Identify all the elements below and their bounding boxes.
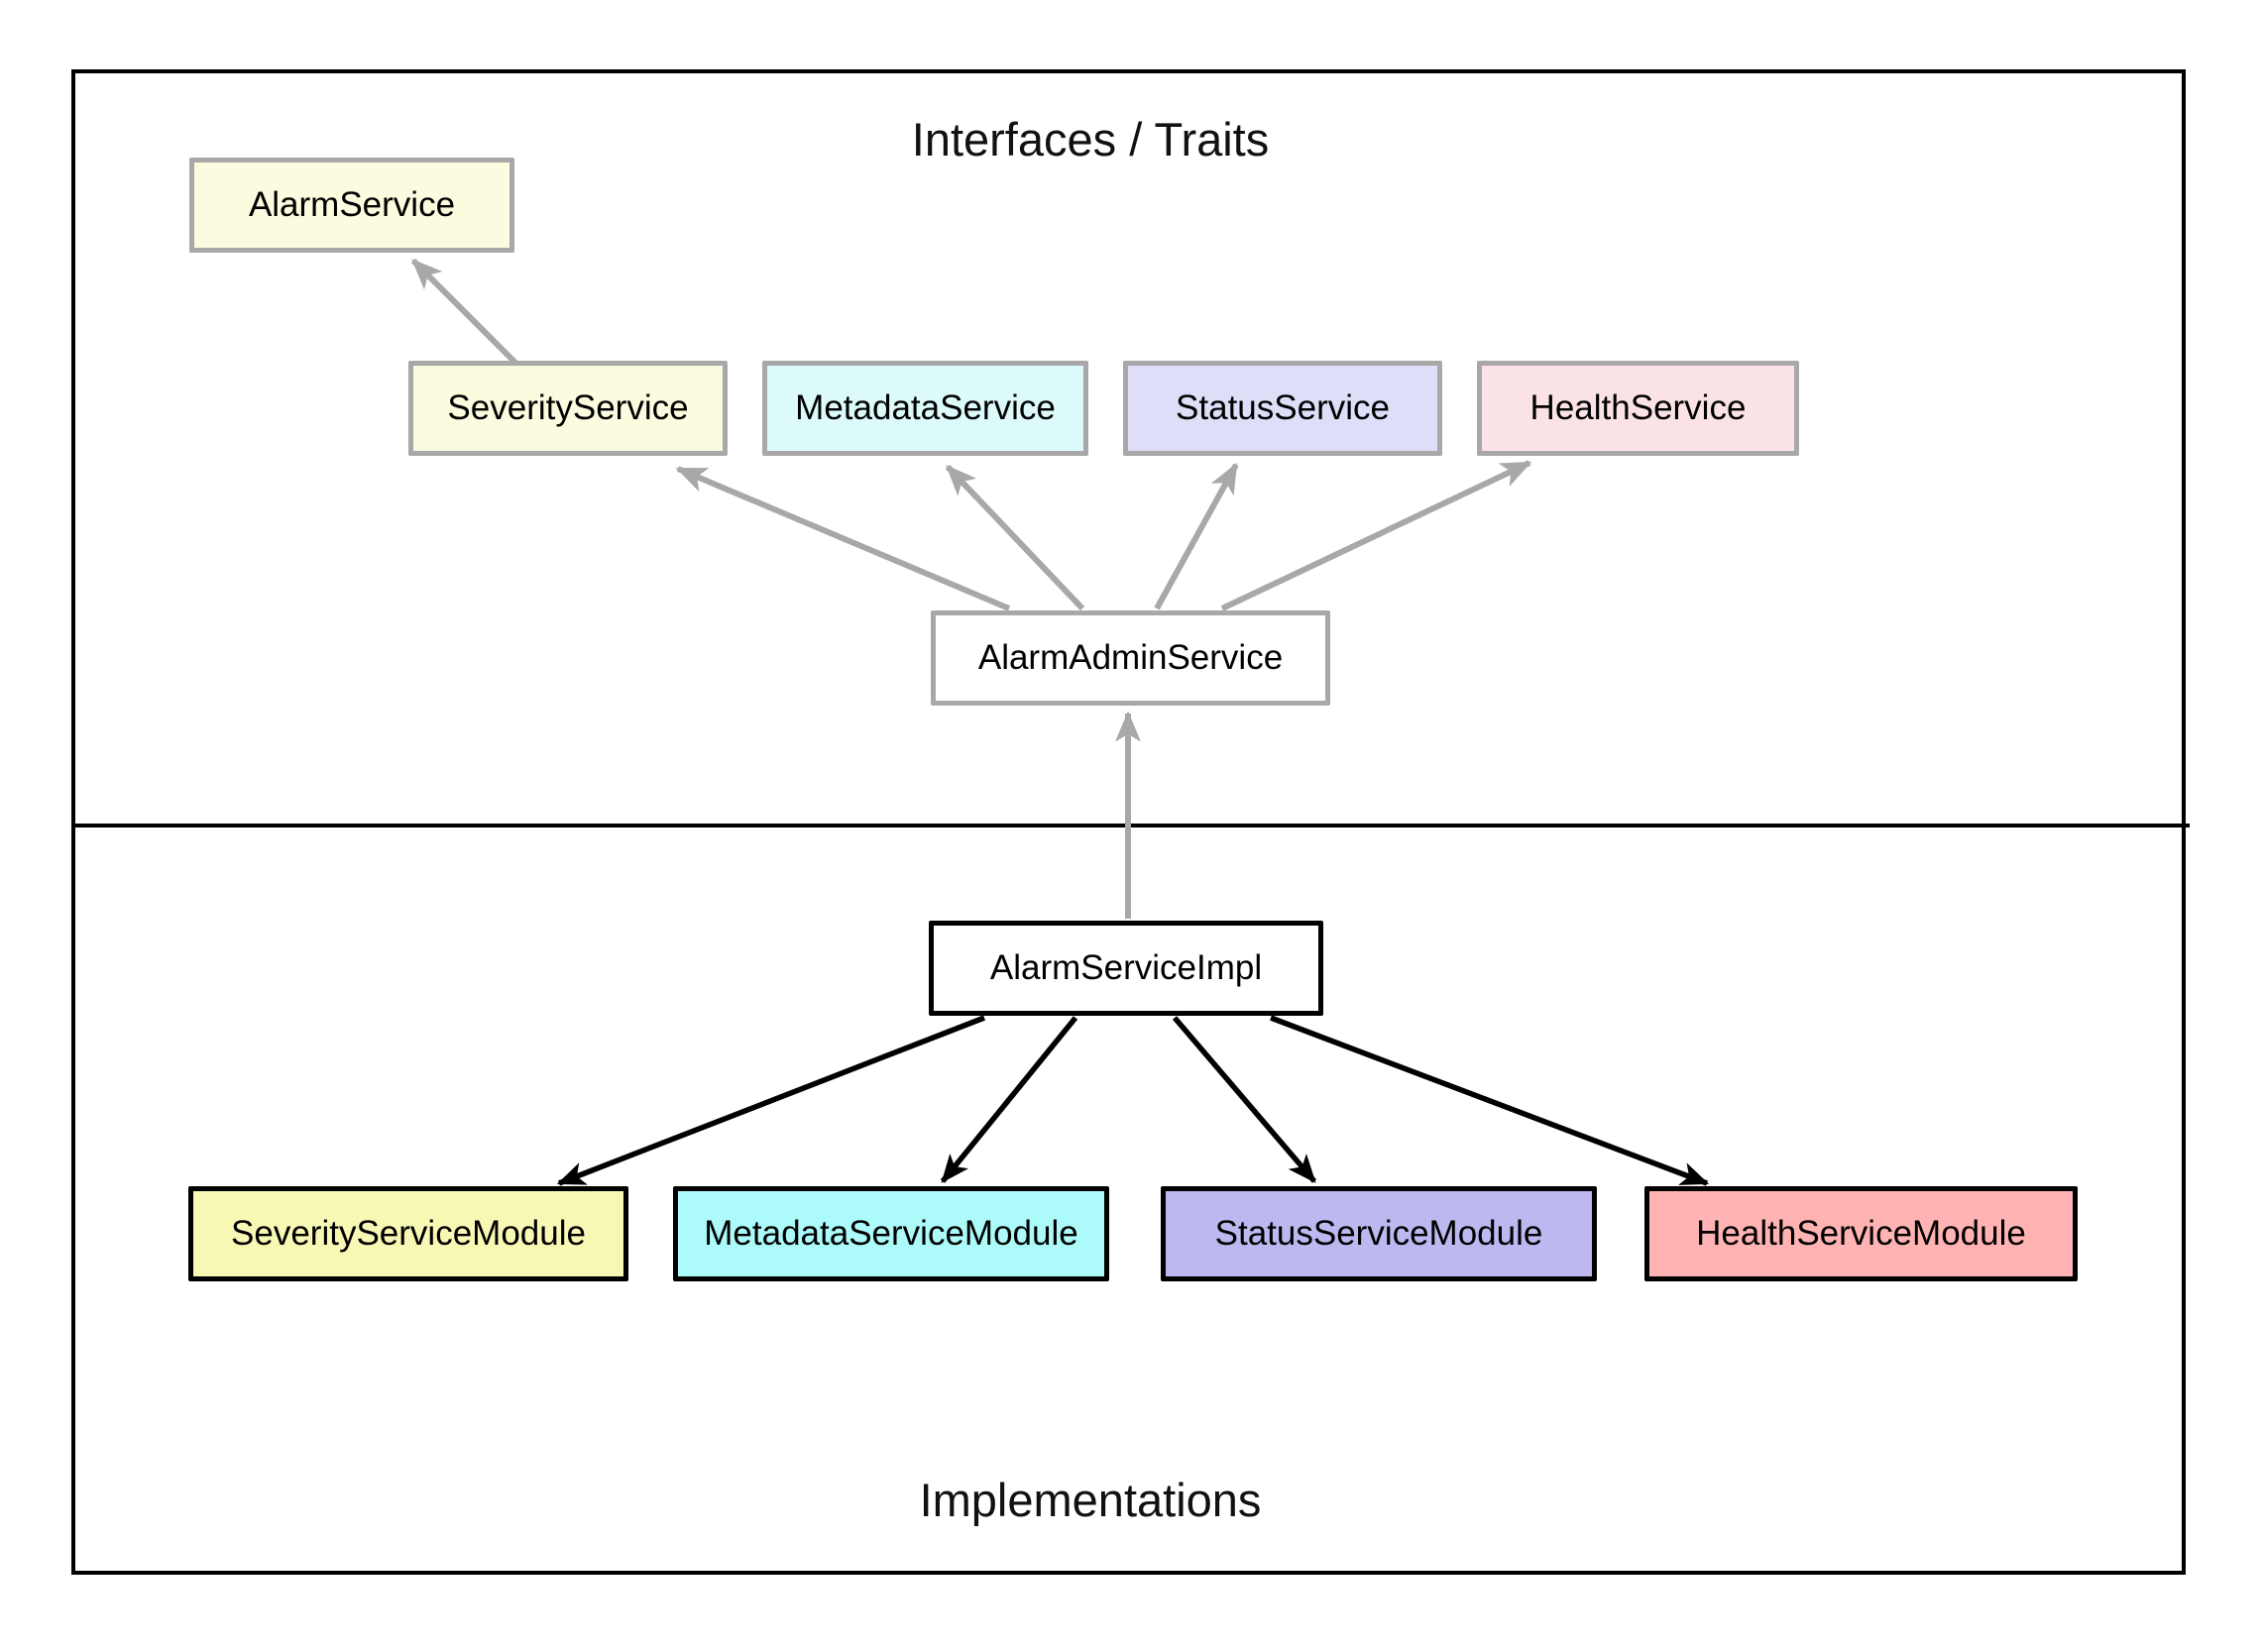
node-health-service: HealthService xyxy=(1477,361,1799,456)
node-metadata-service-module: MetadataServiceModule xyxy=(673,1186,1109,1281)
node-alarm-service: AlarmService xyxy=(189,158,514,253)
node-alarm-admin-service: AlarmAdminService xyxy=(931,610,1330,706)
section-divider-line xyxy=(71,824,2190,827)
outer-frame xyxy=(71,69,2186,1575)
implementations-section-title: Implementations xyxy=(919,1474,1262,1526)
node-severity-service: SeverityService xyxy=(408,361,728,456)
node-status-service: StatusService xyxy=(1123,361,1442,456)
node-severity-service-module: SeverityServiceModule xyxy=(188,1186,628,1281)
node-alarm-service-impl: AlarmServiceImpl xyxy=(929,921,1323,1016)
node-health-service-module: HealthServiceModule xyxy=(1644,1186,2078,1281)
node-status-service-module: StatusServiceModule xyxy=(1161,1186,1597,1281)
interfaces-section-title: Interfaces / Traits xyxy=(911,113,1270,165)
node-metadata-service: MetadataService xyxy=(762,361,1088,456)
